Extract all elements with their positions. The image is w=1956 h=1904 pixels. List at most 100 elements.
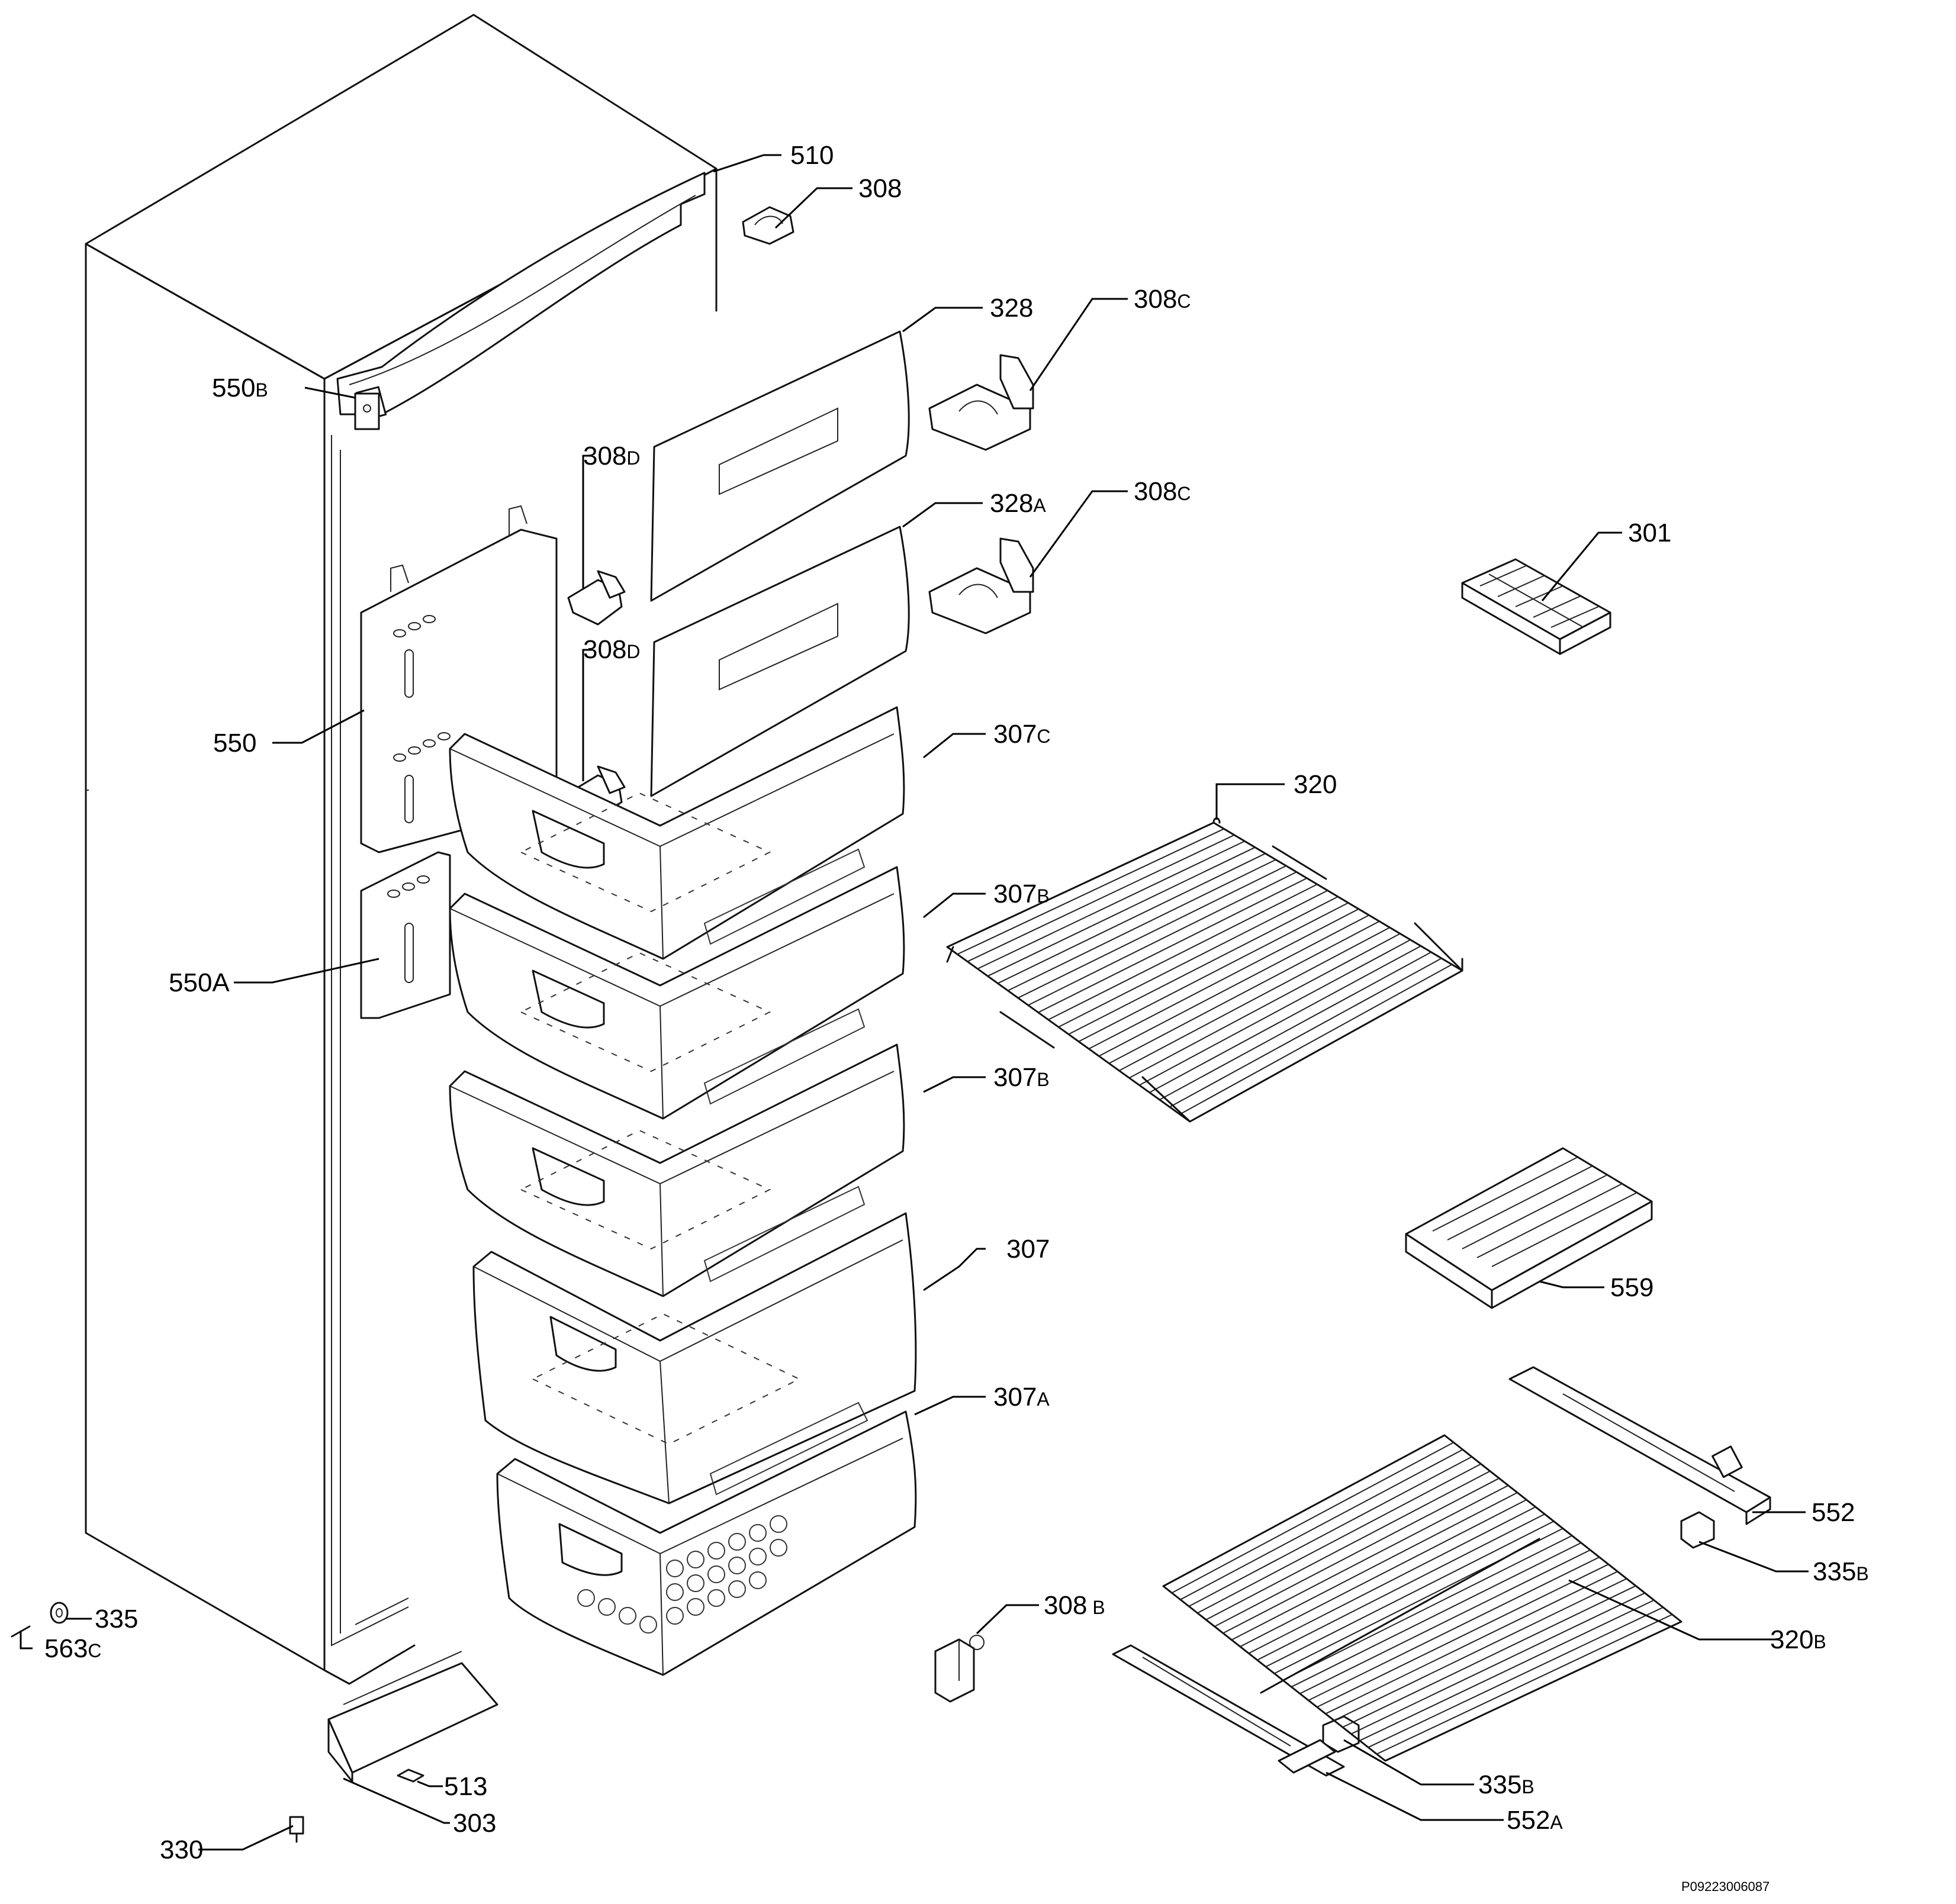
callout-552a: 552A — [1507, 1806, 1563, 1835]
shelf-wire — [987, 846, 1256, 977]
shelf-wire — [1291, 1542, 1582, 1688]
tray-559 — [1405, 1147, 1653, 1309]
shelf-wire — [1359, 1599, 1655, 1741]
callout-510: 510 — [790, 141, 834, 170]
shelf-wire — [1214, 1477, 1500, 1627]
shelf-wire — [1282, 1535, 1572, 1681]
shelf-wire — [1139, 939, 1411, 1086]
callout-550b: 550B — [212, 373, 268, 402]
callout-308b: 308 B — [1044, 1591, 1105, 1620]
shelf-wire — [1179, 964, 1452, 1115]
callout-320b: 320B — [1770, 1625, 1826, 1654]
shelf-wire — [1058, 890, 1328, 1028]
handle-510 — [336, 172, 706, 421]
hinge-308c-top — [928, 354, 1034, 451]
shelf-wire — [1308, 1557, 1600, 1701]
leader-lines — [20, 154, 1809, 1851]
wire-shelf-320b — [1162, 1434, 1682, 1762]
shelf-wire — [1197, 1463, 1482, 1614]
shelf-wire — [1018, 865, 1286, 998]
shelf-wire — [1078, 902, 1349, 1042]
callout-335b-bottom: 335B — [1478, 1770, 1534, 1799]
flap-328 — [650, 330, 910, 602]
rail-552 — [1508, 1366, 1771, 1525]
shelf-wire — [1342, 1585, 1636, 1728]
drawer-307a — [496, 1410, 917, 1676]
flap-328a — [650, 526, 910, 797]
wire-shelf-320 — [946, 817, 1463, 1123]
drawer-307b-top — [449, 866, 905, 1120]
shelf-wire — [1169, 958, 1442, 1108]
shelf-wire — [1368, 1606, 1664, 1748]
drawer-307b-mid — [449, 1043, 905, 1297]
shelf-wire — [977, 840, 1245, 969]
callout-308d-mid: 308D — [583, 635, 641, 664]
shelf-wire — [997, 853, 1266, 984]
callout-307c: 307C — [993, 720, 1051, 749]
hinge-308c-mid — [928, 537, 1034, 634]
shelf-wire — [1325, 1571, 1618, 1715]
callout-303: 303 — [453, 1809, 496, 1838]
callout-308d-top: 308D — [583, 442, 641, 471]
callout-552: 552 — [1812, 1498, 1855, 1527]
callout-308c-top: 308C — [1134, 285, 1191, 314]
shelf-wire — [1118, 927, 1390, 1071]
callout-307a: 307A — [993, 1383, 1050, 1412]
callout-335b-right: 335B — [1813, 1557, 1869, 1586]
callout-335: 335 — [95, 1605, 138, 1634]
shelf-wire — [1231, 1492, 1518, 1641]
shelf-wire — [1299, 1549, 1591, 1694]
shelf-wire — [1171, 1442, 1454, 1594]
shelf-wire — [1257, 1513, 1545, 1661]
bracket-550b — [354, 392, 380, 430]
shelf-wire — [1129, 933, 1401, 1079]
shelf-wire — [1048, 884, 1318, 1020]
clip-513 — [397, 1768, 424, 1783]
hinge-308d-top — [567, 570, 626, 626]
shelf-wire — [1038, 877, 1307, 1013]
clip-308 — [742, 206, 794, 245]
callout-307b-mid: 307B — [993, 1063, 1050, 1092]
bumper-335b-right — [1680, 1511, 1715, 1549]
shelf-wire — [1108, 920, 1380, 1064]
drawer-307c — [449, 706, 905, 960]
callout-307b-top: 307B — [993, 879, 1050, 908]
hinge-308b — [934, 1635, 985, 1703]
shelf-wire — [1248, 1506, 1536, 1654]
callout-550: 550 — [213, 729, 256, 758]
shelf-wire — [967, 834, 1235, 962]
drawing-code: P09223006087 — [1681, 1879, 1770, 1894]
shelf-wire — [1159, 951, 1431, 1101]
shelf-wire — [1088, 908, 1359, 1049]
shelf-wire — [1350, 1592, 1645, 1735]
shelf-wire — [1376, 1613, 1673, 1755]
shelf-wire — [1188, 1456, 1472, 1607]
callout-328a: 328A — [990, 489, 1046, 518]
shelf-wire — [1334, 1578, 1627, 1721]
callout-308c-mid: 308C — [1134, 477, 1191, 506]
shelf-wire — [1222, 1484, 1509, 1634]
callout-328: 328 — [990, 294, 1033, 323]
callout-320: 320 — [1294, 770, 1337, 799]
shelf-wire — [1098, 914, 1369, 1057]
plinth-303 — [327, 1651, 498, 1783]
shelf-wire — [1149, 945, 1421, 1093]
shelf-wire — [1205, 1470, 1491, 1621]
callout-330: 330 — [160, 1835, 203, 1864]
callout-308: 308 — [858, 174, 902, 203]
callout-559: 559 — [1610, 1273, 1653, 1302]
shelf-wire — [1317, 1564, 1609, 1708]
foot-335 — [50, 1602, 69, 1624]
shelf-wire — [1008, 859, 1276, 991]
callout-550a: 550A — [169, 968, 230, 997]
ice-tray-301 — [1461, 558, 1611, 655]
callout-513: 513 — [444, 1772, 487, 1801]
shelf-wire — [1180, 1449, 1463, 1600]
shelf-wire — [1028, 871, 1297, 1006]
callout-labels: 510 308 328 308C 550B 308D 328A 308C 301… — [44, 141, 1869, 1894]
rail-552a — [1112, 1644, 1345, 1777]
callout-301: 301 — [1628, 518, 1671, 547]
ice-tray-cells — [577, 1515, 787, 1634]
callout-307: 307 — [1006, 1235, 1050, 1264]
